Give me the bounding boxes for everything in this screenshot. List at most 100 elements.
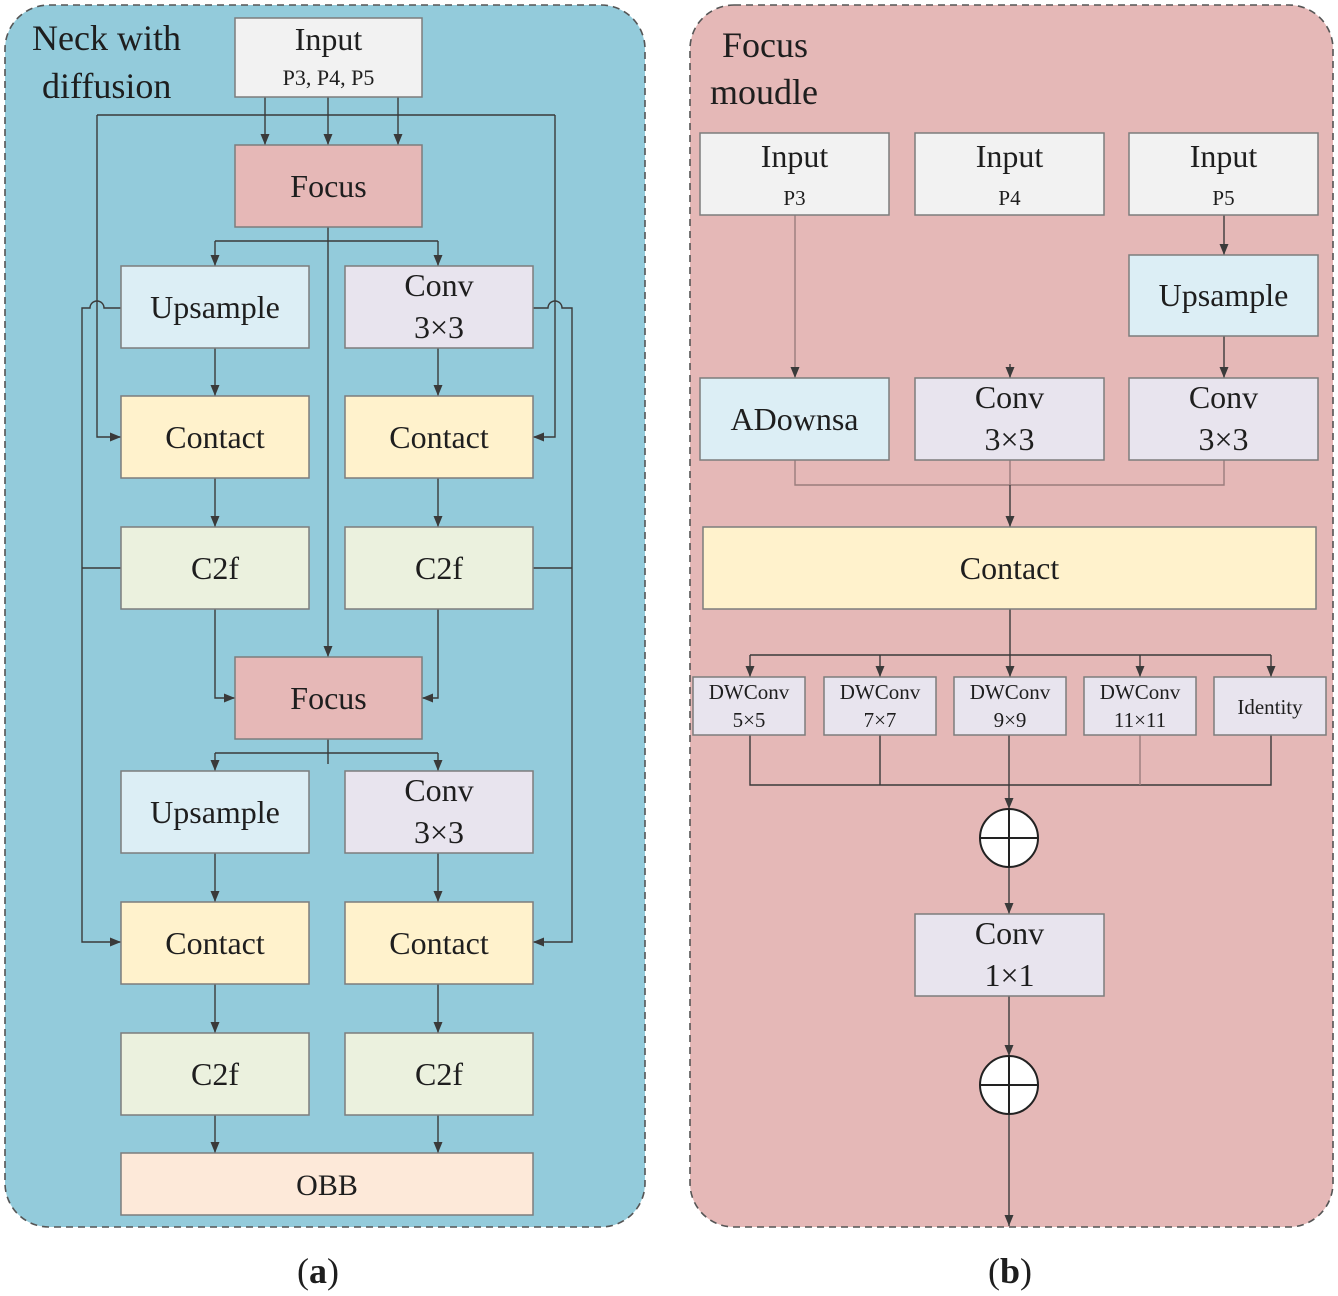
- panel-b: Focus moudle: [689, 4, 1334, 1228]
- caption-a: (a): [297, 1251, 339, 1291]
- focus-box-1: Focus: [234, 144, 423, 228]
- conv-box-1: Conv 3×3: [344, 265, 534, 349]
- panel-a-title-line-2: diffusion: [42, 66, 171, 106]
- conv-box-p5-kernel: 3×3: [1198, 421, 1248, 457]
- dwconv-box-11x11-shape: [1083, 676, 1197, 736]
- dwconv-box-9x9-kernel: 9×9: [994, 708, 1027, 732]
- conv-box-1-shape: [344, 265, 534, 349]
- upsample-box-1-label: Upsample: [150, 289, 280, 325]
- contact-box-1-right-label: Contact: [389, 419, 489, 455]
- obb-box-shape: [120, 1152, 534, 1216]
- dwconv-box-7x7-kernel: 7×7: [864, 708, 897, 732]
- caption-b: (b): [988, 1251, 1032, 1291]
- focus-box-1-label: Focus: [290, 168, 366, 204]
- add-node-1: [979, 808, 1039, 868]
- input-box-p3-sublabel: P3: [783, 186, 805, 210]
- input-box-shape: [234, 17, 423, 98]
- conv-box-1-label: Conv: [404, 267, 473, 303]
- skip-to-contact-1-right: [533, 115, 556, 442]
- upsample-box-2-label: Upsample: [150, 794, 280, 830]
- identity-box-label: Identity: [1237, 695, 1303, 719]
- adownsa-box-label: ADownsa: [731, 401, 859, 437]
- adownsa-box-shape: [699, 377, 890, 461]
- contact-box-1-left-shape: [120, 395, 310, 479]
- caption-a-letter: a: [309, 1251, 327, 1291]
- upsample-box-2: Upsample: [120, 770, 310, 854]
- caption-a-open: (: [297, 1251, 309, 1291]
- dwconv-box-5x5-kernel: 5×5: [733, 708, 766, 732]
- input-box-p5-sublabel: P5: [1212, 186, 1234, 210]
- caption-b-open: (: [988, 1251, 1000, 1291]
- dwconv-box-11x11: DWConv 11×11: [1083, 676, 1197, 736]
- identity-box: Identity: [1213, 676, 1327, 736]
- conv-box-1-kernel: 3×3: [414, 309, 464, 345]
- contact-box-label: Contact: [960, 550, 1060, 586]
- adownsa-box: ADownsa: [699, 377, 890, 461]
- add-node-2: [979, 1055, 1039, 1115]
- conv-box-p5-shape: [1128, 377, 1319, 461]
- caption-b-letter: b: [1000, 1251, 1020, 1291]
- dwconv-box-11x11-kernel: 11×11: [1114, 708, 1166, 732]
- conv-box-p4-shape: [914, 377, 1105, 461]
- obb-box: OBB: [120, 1152, 534, 1216]
- skip-to-contact-2-left: [81, 300, 121, 947]
- c2f-box-1-right: C2f: [344, 526, 534, 610]
- dwconv-box-7x7-shape: [823, 676, 937, 736]
- skip-to-contact-2-right: [533, 300, 573, 947]
- input-box-p3-label: Input: [761, 138, 829, 174]
- c2f-box-2-left-label: C2f: [191, 1056, 239, 1092]
- input-box-p5-label: Input: [1190, 138, 1258, 174]
- input-box-p3-shape: [699, 132, 890, 216]
- c2f-box-1-left: C2f: [120, 526, 310, 610]
- dwconv-box-7x7: DWConv 7×7: [823, 676, 937, 736]
- conv-box-1x1: Conv 1×1: [914, 913, 1105, 997]
- dwconv-box-9x9-shape: [953, 676, 1067, 736]
- upsample-box-label: Upsample: [1159, 277, 1289, 313]
- dwconv-box-5x5-label: DWConv: [709, 680, 790, 704]
- dwconv-box-9x9-label: DWConv: [970, 680, 1051, 704]
- focus-box-2-label: Focus: [290, 680, 366, 716]
- conv-box-p5: Conv 3×3: [1128, 377, 1319, 461]
- panel-b-title-line-2: moudle: [710, 72, 818, 112]
- panel-a-connectors: [81, 97, 573, 1153]
- conv-box-1x1-label: Conv: [975, 915, 1044, 951]
- panel-a-title-line-1: Neck with: [32, 18, 181, 58]
- c2f-box-2-right-shape: [344, 1032, 534, 1116]
- c2f-box-2-right-label: C2f: [415, 1056, 463, 1092]
- contact-box-1-right-shape: [344, 395, 534, 479]
- contact-box-1-left-label: Contact: [165, 419, 265, 455]
- identity-box-shape: [1213, 676, 1327, 736]
- dwconv-box-9x9: DWConv 9×9: [953, 676, 1067, 736]
- contact-box-2-right-label: Contact: [389, 925, 489, 961]
- conv-box-p5-label: Conv: [1189, 379, 1258, 415]
- plus-icon: [980, 809, 1038, 867]
- sum-bus: [749, 735, 1272, 786]
- plus-icon: [980, 1056, 1038, 1114]
- conv-box-p4-label: Conv: [975, 379, 1044, 415]
- focus-box-2: Focus: [234, 656, 423, 740]
- input-box-p5: Input P5: [1128, 132, 1319, 216]
- caption-a-close: ): [327, 1251, 339, 1291]
- dwconv-box-5x5-shape: [692, 676, 806, 736]
- c2f-box-1-left-label: C2f: [191, 550, 239, 586]
- dwconv-box-5x5: DWConv 5×5: [692, 676, 806, 736]
- c2f-box-2-left: C2f: [120, 1032, 310, 1116]
- c2f-box-2-right: C2f: [344, 1032, 534, 1116]
- input-box-p4: Input P4: [914, 132, 1105, 216]
- conv-box-1x1-kernel: 1×1: [984, 957, 1034, 993]
- input-box-label: Input: [295, 21, 363, 57]
- contact-box-shape: [702, 526, 1317, 610]
- connector-c2f-right-to-focus-2: [422, 609, 439, 703]
- input-box-p4-label: Input: [976, 138, 1044, 174]
- conv-box-p4: Conv 3×3: [914, 377, 1105, 461]
- c2f-box-1-left-shape: [120, 526, 310, 610]
- input-box-p4-shape: [914, 132, 1105, 216]
- contact-box-1-right: Contact: [344, 395, 534, 479]
- panel-a: Neck with diffusion: [4, 4, 646, 1228]
- connector-c2f-left-to-focus-2: [214, 609, 235, 703]
- caption-b-close: ): [1020, 1251, 1032, 1291]
- c2f-box-1-right-shape: [344, 526, 534, 610]
- upsample-box-2-shape: [120, 770, 310, 854]
- upsample-box: Upsample: [1128, 254, 1319, 337]
